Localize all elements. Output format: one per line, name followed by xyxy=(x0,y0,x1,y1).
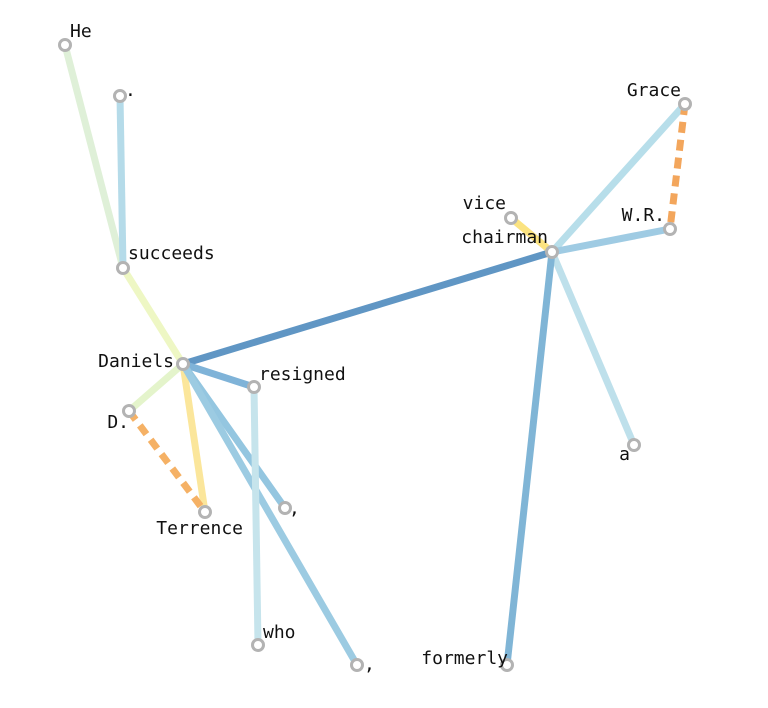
node-d[interactable] xyxy=(122,404,136,418)
edge-grace-wr xyxy=(666,103,689,230)
node-label-chairman: chairman xyxy=(461,227,548,248)
node-label-who: who xyxy=(263,622,296,643)
edge-daniels-terrence xyxy=(179,363,209,513)
edge-vice-chairman xyxy=(508,215,555,255)
node-label-he: He xyxy=(70,21,92,42)
node-label-wr: W.R. xyxy=(622,205,665,226)
edge-layer xyxy=(61,44,689,667)
node-layer xyxy=(58,38,692,672)
node-formerly[interactable] xyxy=(500,658,514,672)
edge-daniels-d xyxy=(126,361,186,414)
edge-daniels-comma2 xyxy=(179,362,361,667)
node-label-a: a xyxy=(619,444,630,465)
node-label-resigned: resigned xyxy=(259,364,346,385)
node-label-period: . xyxy=(125,80,136,101)
node-daniels[interactable] xyxy=(176,357,190,371)
node-label-daniels: Daniels xyxy=(98,351,174,372)
edge-d-terrence xyxy=(126,408,208,515)
node-label-grace: Grace xyxy=(627,80,681,101)
edge-succeeds-daniels xyxy=(120,266,186,366)
edge-chairman-formerly xyxy=(503,251,556,666)
node-vice[interactable] xyxy=(504,211,518,225)
node-label-formerly: formerly xyxy=(421,648,508,669)
node-he[interactable] xyxy=(58,38,72,52)
node-label-vice: vice xyxy=(463,193,506,214)
edge-period-succeeds xyxy=(116,95,127,269)
node-resigned[interactable] xyxy=(247,380,261,394)
node-chairman[interactable] xyxy=(545,245,559,259)
node-comma2[interactable] xyxy=(350,658,364,672)
edge-he-succeeds xyxy=(61,44,127,269)
edge-resigned-who xyxy=(250,386,262,646)
node-wr[interactable] xyxy=(663,222,677,236)
node-label-terrence: Terrence xyxy=(156,518,243,539)
node-terrence[interactable] xyxy=(198,505,212,519)
edge-daniels-resigned xyxy=(181,360,256,391)
node-label-comma1: , xyxy=(289,498,300,519)
edge-daniels-chairman xyxy=(181,248,554,368)
edge-chairman-grace xyxy=(549,101,688,255)
node-label-succeeds: succeeds xyxy=(128,243,215,264)
edge-chairman-wr xyxy=(551,225,671,256)
node-succeeds[interactable] xyxy=(116,261,130,275)
node-a[interactable] xyxy=(627,438,641,452)
edge-chairman-a xyxy=(548,250,638,447)
node-grace[interactable] xyxy=(678,97,692,111)
node-who[interactable] xyxy=(251,638,265,652)
node-label-comma2: , xyxy=(364,654,375,675)
node-comma1[interactable] xyxy=(278,501,292,515)
node-label-d: D. xyxy=(107,412,129,433)
node-period[interactable] xyxy=(113,89,127,103)
